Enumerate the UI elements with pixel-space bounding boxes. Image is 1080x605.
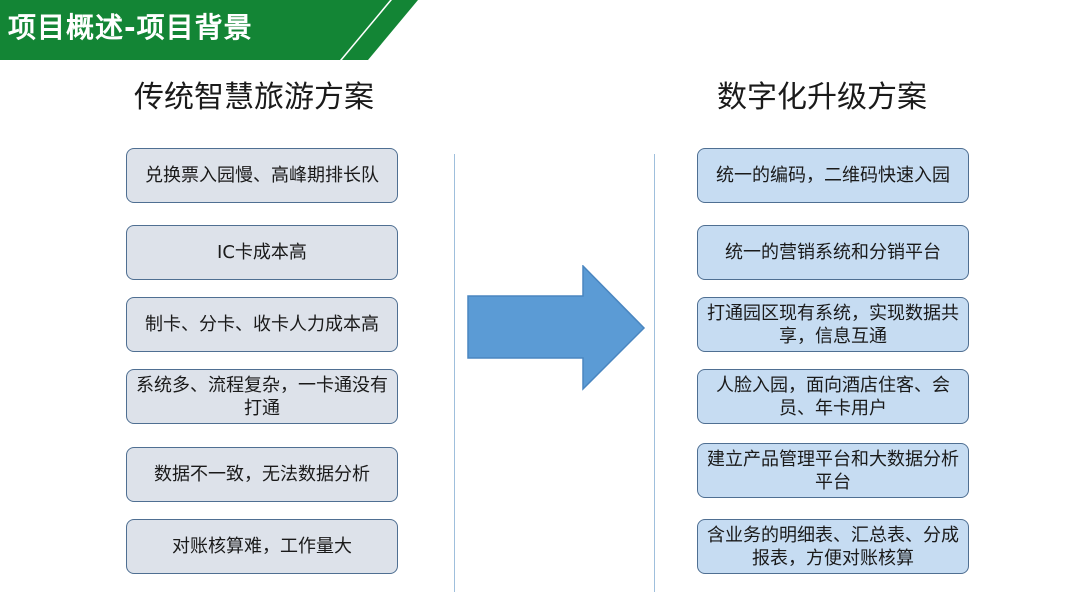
- left-divider: [454, 154, 455, 592]
- arrow-shape: [467, 265, 646, 391]
- left-column-heading: 传统智慧旅游方案: [134, 80, 374, 115]
- right-item-2: 统一的营销系统和分销平台: [697, 225, 969, 280]
- left-item-4: 系统多、流程复杂，一卡通没有打通: [126, 369, 398, 424]
- right-arrow-icon: [467, 265, 646, 391]
- right-item-6: 含业务的明细表、汇总表、分成报表，方便对账核算: [697, 519, 969, 574]
- left-item-3: 制卡、分卡、收卡人力成本高: [126, 297, 398, 352]
- banner-fill: [0, 0, 390, 60]
- left-item-1: 兑换票入园慢、高峰期排长队: [126, 148, 398, 203]
- left-item-5: 数据不一致，无法数据分析: [126, 447, 398, 502]
- right-item-4: 人脸入园，面向酒店住客、会员、年卡用户: [697, 369, 969, 424]
- header-banner: [0, 0, 418, 60]
- page-title: 项目概述-项目背景: [8, 11, 253, 44]
- right-item-5: 建立产品管理平台和大数据分析平台: [697, 443, 969, 498]
- right-item-3: 打通园区现有系统，实现数据共享，信息互通: [697, 297, 969, 352]
- banner-stripe: [342, 0, 418, 60]
- right-column-heading: 数字化升级方案: [717, 80, 927, 115]
- right-divider: [654, 154, 655, 592]
- left-item-6: 对账核算难，工作量大: [126, 519, 398, 574]
- right-item-1: 统一的编码，二维码快速入园: [697, 148, 969, 203]
- left-item-2: IC卡成本高: [126, 225, 398, 280]
